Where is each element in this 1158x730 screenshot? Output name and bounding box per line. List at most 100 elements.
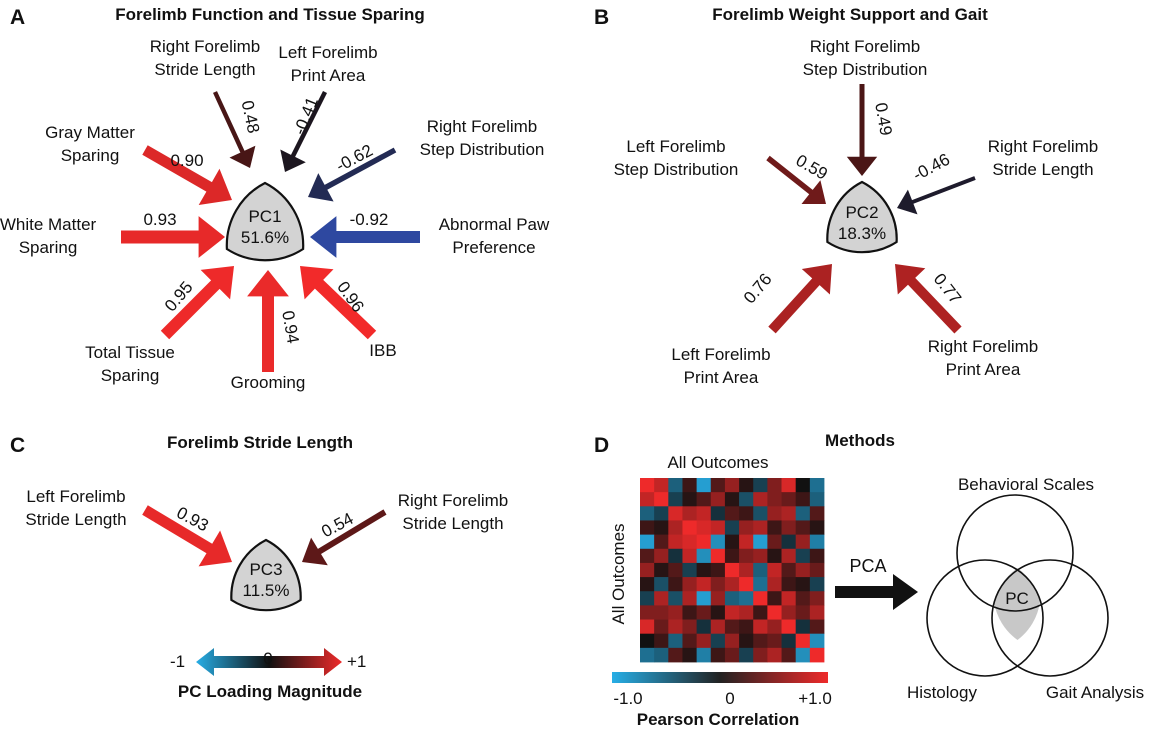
matrix-cell [682,506,698,521]
matrix-cell [753,534,768,550]
pc3-variable-label-0-0: Left Forelimb [26,487,125,506]
pc1-loading-value-0: 0.48 [238,99,263,135]
pc1-variable-label-7-0: Grooming [231,373,306,392]
matrix-cell [809,534,825,550]
matrix-cell [710,591,726,606]
matrix-cell [710,548,726,564]
matrix-cell [739,562,754,578]
pc1-arrow-shape-4 [121,216,225,258]
matrix-cell [781,577,797,592]
matrix-cell [809,633,825,649]
loading-legend-mid: 0 [263,649,272,668]
matrix-cell [696,562,712,578]
pca-label: PCA [849,556,886,576]
matrix-cell [724,562,740,578]
matrix-cell [781,548,797,564]
matrix-cell [668,534,683,550]
matrix-cell [809,605,825,620]
matrix-cell [809,577,825,592]
pc2-variable-label-3-1: Print Area [684,368,759,387]
pc1-arrow-shape-2 [142,145,232,205]
pc1-name: PC1 [248,207,281,226]
matrix-cell [696,478,712,493]
matrix-cell [710,605,726,620]
matrix-cell [739,591,754,606]
venn-circle-top [956,494,1074,612]
pc1-arrow-shape-1 [280,91,327,172]
loading-legend-arrow [196,648,342,676]
matrix-cell [767,492,782,507]
matrix-cell [710,577,726,592]
matrix-side-label: All Outcomes [609,523,628,624]
pc3-arrow-shape-1 [302,509,387,566]
matrix-cell [668,478,683,493]
matrix-cell [654,647,669,663]
matrix-cell [668,633,683,649]
pc1-loading-value-5: -0.92 [350,210,389,229]
pc1-arrow-shape-0 [213,91,256,168]
loading-legend: -1 0 +1 PC Loading Magnitude [170,648,366,701]
colorbar [612,672,828,683]
matrix-cell [795,492,811,507]
pc1-arrow-shape-5 [310,216,420,258]
matrix-cell [739,534,754,550]
matrix-cell [710,520,726,536]
matrix-cell [809,506,825,521]
pc1-variable-label-3-1: Step Distribution [420,140,545,159]
pc1-variable-label-2-0: Gray Matter [45,123,135,142]
matrix-cell [781,605,797,620]
matrix-cell [724,591,740,606]
matrix-cell [654,534,669,550]
matrix-cell [668,492,683,507]
pc2-arrow-shape-4 [895,264,962,334]
pc2-percent: 18.3% [838,224,886,243]
matrix-cell [696,506,712,521]
matrix-cell [809,562,825,578]
matrix-cell [710,506,726,521]
matrix-cell [795,478,811,493]
matrix-cell [795,591,811,606]
matrix-cell [710,633,726,649]
matrix-cell [710,562,726,578]
matrix-cell [682,577,698,592]
matrix-cell [739,647,754,663]
pc1-arrow-shape-3 [308,147,397,202]
pc2-variable-label-3-0: Left Forelimb [671,345,770,364]
matrix-cell [795,647,811,663]
pc1-arrow-shape-8 [300,266,377,340]
matrix-cell [640,562,655,578]
pc1-variable-label-1-1: Print Area [291,66,366,85]
matrix-cell [654,633,669,649]
matrix-cell [767,633,782,649]
matrix-cell [682,534,698,550]
matrix-cell [640,548,655,564]
matrix-cell [753,548,768,564]
matrix-cell [795,534,811,550]
matrix-cell [724,520,740,536]
matrix-cell [640,647,655,663]
pc3-node-shape [230,538,302,612]
matrix-cell [710,492,726,507]
pc1-node-shape [225,181,305,262]
matrix-cell [724,647,740,663]
pca-arrow: PCA [835,556,918,610]
pc1-loading-value-1: -0.41 [290,94,322,137]
matrix-cell [710,534,726,550]
pc1-variable-label-8-0: IBB [369,341,396,360]
matrix-cell [739,492,754,507]
matrix-cell [781,633,797,649]
venn-label-left: Histology [907,683,977,702]
matrix-cell [668,605,683,620]
colorbar-min: -1.0 [613,689,642,708]
pc2-variable-label-4-0: Right Forelimb [928,337,1039,356]
matrix-cell [781,520,797,536]
pc1-variable-label-4-1: Sparing [19,238,78,257]
matrix-cell [739,619,754,635]
